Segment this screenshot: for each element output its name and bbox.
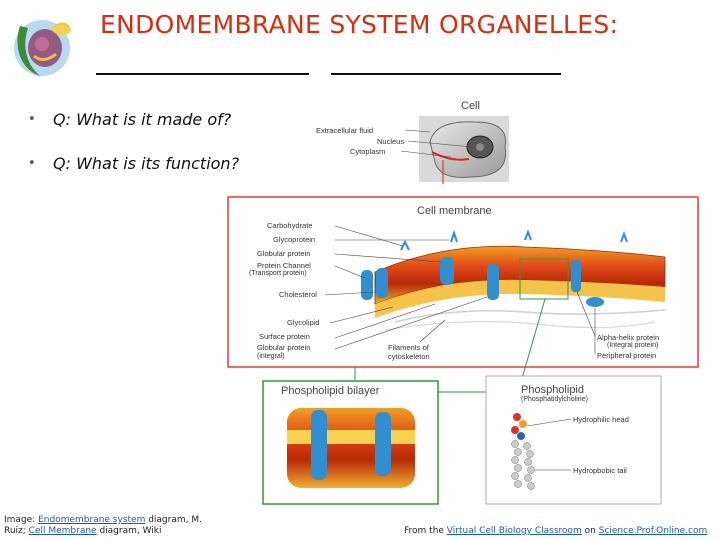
credit-text: Image: [4, 515, 39, 525]
cell-label: Cytoplasm [350, 147, 385, 156]
leader-line [334, 225, 404, 247]
bilayer-title: Phospholipid bilayer [281, 385, 380, 397]
credit-text: From the [404, 526, 447, 536]
phospholipid-panel: Phospholipid (Phosphatidylcholine) Hydro… [485, 375, 662, 505]
membrane-label: Protein Channel [257, 261, 311, 270]
phospholipid-label: Hydropbobic tail [573, 466, 627, 475]
protein-channel [361, 270, 373, 300]
carbohydrate-chains [400, 229, 628, 251]
membrane-label: Surface protein [259, 332, 310, 341]
globular-protein [440, 257, 454, 285]
nucleolus-shape [476, 143, 484, 151]
connector-line [520, 298, 546, 383]
membrane-label: (Integral protein) [607, 342, 658, 349]
protein-channel [376, 268, 388, 298]
leader-line [334, 296, 488, 350]
cytoskeleton-filament [394, 309, 666, 323]
bilayer-protein [311, 410, 327, 480]
bilayer-panel: Phospholipid bilayer [262, 380, 439, 505]
credit-link-site[interactable]: Science.Prof.Online.com [598, 526, 708, 536]
cell-label: Extracellular fluid [316, 126, 373, 135]
membrane-label: (Transport protein) [249, 270, 307, 277]
cell-title: Cell [461, 100, 480, 112]
bilayer-tails [287, 430, 415, 444]
cell-membrane-panel: Cell membrane Carbohydrate Glycoprotein … [227, 196, 699, 368]
bilayer-protein [375, 412, 391, 476]
source-credit: From the Virtual Cell Biology Classroom … [404, 526, 707, 536]
bilayer-image [287, 408, 415, 488]
credit-text: on [581, 526, 599, 536]
membrane-label: Alpha-helix protein [597, 333, 659, 342]
membrane-label: Carbohydrate [267, 221, 312, 230]
question-text: Q: What is it made of? [53, 110, 232, 129]
credit-link-cell-membrane[interactable]: Cell Membrane [28, 526, 97, 536]
phospholipid-subtitle: (Phosphatidylcholine) [521, 396, 588, 403]
leader-line [334, 303, 436, 339]
credit-link-endomembrane[interactable]: Endomembrane system [38, 515, 146, 525]
membrane-label: Cholesterol [279, 290, 317, 299]
credit-line: Image: Endomembrane system diagram, M. [4, 515, 202, 526]
leader-line [324, 291, 376, 296]
cell-membrane-highlight [431, 151, 470, 161]
bullet: • [28, 156, 36, 171]
question-item: • Q: What is it made of? [28, 110, 308, 154]
credit-link-classroom[interactable]: Virtual Cell Biology Classroom [446, 526, 582, 536]
question-item: • Q: What is its function? [28, 154, 308, 198]
membrane-label: Glycoprotein [273, 235, 315, 244]
question-list: • Q: What is it made of? • Q: What is it… [28, 110, 308, 198]
leader-line [404, 129, 431, 133]
image-credit: Image: Endomembrane system diagram, M. R… [4, 515, 202, 537]
highlight-box [519, 258, 569, 300]
membrane-label: Globular protein [257, 343, 310, 352]
cytoskeleton-filament [384, 320, 656, 331]
leader-line [329, 306, 394, 324]
phospholipid-molecule [511, 413, 535, 490]
bullet: • [28, 112, 36, 127]
phospholipid-label: Hydrophilic head [573, 415, 629, 424]
credit-line: Ruiz; Cell Membrane diagram, Wiki [4, 526, 202, 537]
cell-panel: Cell Extracellular fluid Nucleus Cytopla… [316, 100, 509, 182]
membrane-label: cytoskeleton [388, 352, 430, 361]
phospholipid-title: Phospholipid [521, 384, 584, 396]
membrane-label: Peripheral protein [597, 351, 656, 360]
blank-line-1 [96, 73, 309, 75]
membrane-label: Globular protein [257, 249, 310, 258]
leader-line [419, 319, 446, 343]
page-title: ENDOMEMBRANE SYSTEM ORGANELLES: [100, 10, 619, 39]
alpha-helix-protein [571, 260, 581, 292]
logo [12, 8, 74, 78]
membrane-lower-heads [375, 279, 665, 318]
peripheral-protein [586, 297, 604, 307]
cell-membrane-diagram: Cell Extracellular fluid Nucleus Cytopla… [225, 92, 705, 512]
membrane-label: (integral) [257, 353, 285, 360]
leader-line [334, 265, 366, 279]
leader-line [334, 253, 442, 263]
credit-text: diagram, M. [145, 515, 202, 525]
question-text: Q: What is its function? [53, 154, 240, 173]
leader-line [407, 140, 474, 148]
membrane-label: Filaments of [388, 343, 430, 352]
membrane-label: Glycolipid [287, 318, 320, 327]
credit-text: Ruiz; [4, 526, 29, 536]
leader-line [400, 150, 452, 158]
leader-line [526, 418, 572, 427]
blank-line-2 [331, 73, 561, 75]
membrane-title: Cell membrane [417, 205, 492, 217]
cell-label: Nucleus [377, 137, 404, 146]
integral-protein [487, 264, 499, 300]
leader-line [576, 291, 596, 337]
credit-text: diagram, Wiki [96, 526, 162, 536]
